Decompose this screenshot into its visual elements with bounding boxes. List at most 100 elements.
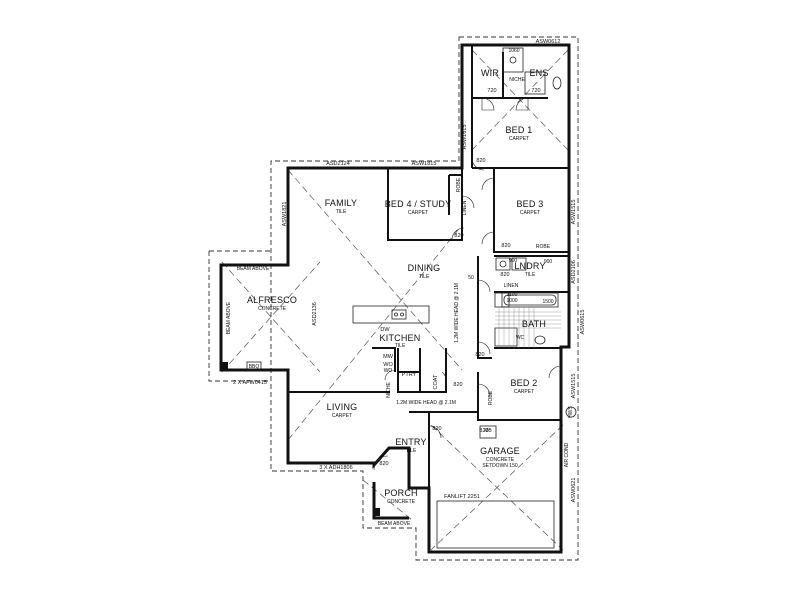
internal-walls <box>288 45 569 552</box>
room-dining-label: DINING <box>408 263 441 273</box>
door-swings <box>373 97 562 471</box>
wo-label: WO <box>384 368 393 374</box>
roof-hip-lines <box>221 49 569 551</box>
room-garage-label: GARAGE <box>480 446 520 456</box>
room-bath-label: BATH <box>522 319 546 329</box>
dw-label: DW <box>380 327 390 333</box>
room-ens-label: ENS <box>529 68 548 78</box>
posts <box>222 361 380 516</box>
room-family-label: FAMILY <box>325 198 358 208</box>
window-bed1-top: ASW0612 <box>536 39 561 45</box>
lndry-size-label: 1100 <box>507 292 518 298</box>
room-entry-floor: TILE <box>406 448 417 454</box>
window-alfresco-side: ASD2136 <box>312 302 318 326</box>
hws-label: HWS <box>568 406 574 418</box>
room-family-floor: TILE <box>336 209 347 215</box>
room-laundry-label: LNDRY <box>514 261 545 271</box>
door-labels: 720 720 820 820 820 820 820 820 820 820 … <box>379 88 540 467</box>
beam-above-label: BEAM ABOVE <box>237 266 270 272</box>
room-dining-floor: TILE <box>419 274 430 280</box>
door-size-label: 820 <box>476 158 485 164</box>
window-bed1-side: ASW1615 <box>462 125 468 150</box>
wc-label: WC <box>516 335 525 341</box>
kitchen-island <box>352 305 430 324</box>
door-size-label: 820 <box>501 243 510 249</box>
air-cond-label: AIR COND <box>564 442 570 467</box>
room-bed2-floor: CARPET <box>514 389 534 395</box>
room-linen-label: LINEN <box>504 283 519 289</box>
bath-size-label: 1500 <box>542 299 553 305</box>
room-bed1-label: BED 1 <box>505 125 532 135</box>
room-laundry-floor: TILE <box>525 272 536 278</box>
room-kitchen-floor: TILE <box>395 343 406 349</box>
garage-door <box>436 425 555 549</box>
door-size-label: 720 <box>531 88 540 94</box>
room-wir-label: WIR <box>481 68 499 78</box>
robe-label: ROBE <box>488 390 494 405</box>
window-garage-side: ASW0621 <box>571 478 577 503</box>
window-family-side: ASW1821 <box>282 202 288 227</box>
window-family-top-2: ASW1815 <box>412 161 437 167</box>
room-labels: WIR ENS NICHE BED 1 CARPET BED 4 / STUDY… <box>247 68 548 505</box>
shower-size-label: 900 <box>544 259 553 265</box>
hall-opening-label: 1.2M WIDE HEAD @ 2.1M <box>454 283 460 343</box>
door-size-label: 820 <box>379 461 388 467</box>
window-bed3-side: ASW1515 <box>571 200 577 225</box>
room-coat-label: COAT <box>433 374 439 390</box>
room-porch-label: PORCH <box>384 488 418 498</box>
mw-label: MW <box>383 354 394 360</box>
door-size-label: 820 <box>479 428 488 434</box>
room-bed3-floor: CARPET <box>520 210 540 216</box>
door-size-label: 820 <box>500 272 509 278</box>
bath-tile-grid <box>495 307 561 348</box>
window-bed2-side: ASW1515 <box>571 374 577 399</box>
room-bed3-label: BED 3 <box>516 199 543 209</box>
niche-label: NICHE <box>509 77 525 83</box>
wo-label: WO <box>383 362 393 368</box>
door-size-label: 820 <box>475 352 484 358</box>
eave-outline <box>208 36 579 561</box>
bath-fixtures <box>494 47 562 347</box>
window-laundry-side: ASD2106 <box>571 260 577 284</box>
hall-size-label: 50 <box>468 275 474 281</box>
room-garage-floor-1: CONCRETE <box>486 457 515 463</box>
room-bed1-floor: CARPET <box>509 136 529 142</box>
room-entry-label: ENTRY <box>395 437 426 447</box>
room-bed2-label: BED 2 <box>510 378 537 388</box>
niche-label: NICHE <box>386 382 392 398</box>
living-opening-label: 1.2M WIDE HEAD @ 2.1M <box>396 400 456 406</box>
room-kitchen-label: KITCHEN <box>380 333 421 343</box>
robe-label: ROBE <box>536 244 551 250</box>
window-bath-side: ASW0615 <box>580 310 586 335</box>
room-living-label: LIVING <box>327 402 358 412</box>
door-size-label: 820 <box>432 426 441 432</box>
window-living-bottom: 3 X ADH1806 <box>319 465 352 471</box>
robe-label: ROBE <box>456 177 462 192</box>
room-garage-floor-2: SETDOWN 150 <box>482 463 518 469</box>
window-family-top-1: ASD2124 <box>326 161 350 167</box>
beam-above-label: BEAM ABOVE <box>226 301 232 334</box>
window-garage-door: FANLIFT 2251 <box>444 494 480 500</box>
room-alfresco-floor: CONCRETE <box>258 306 287 312</box>
door-size-label: 820 <box>454 233 463 239</box>
misc-labels: BEAM ABOVE BEAM ABOVE BEAM ABOVE ROBE RO… <box>226 48 574 527</box>
mb-label: MB <box>484 428 492 434</box>
beam-above-label: BEAM ABOVE <box>378 521 411 527</box>
window-labels: ASW0612 ASW1615 ASW1515 ASD2124 ASW1815 … <box>233 39 586 502</box>
room-bed4-label: BED 4 / STUDY <box>385 199 452 209</box>
ac-unit <box>565 406 577 418</box>
bbq-label: BBQ <box>249 364 260 370</box>
room-bed4-floor: CARPET <box>408 210 428 216</box>
door-size-label: 820 <box>453 382 462 388</box>
room-porch-floor: CONCRETE <box>387 499 416 505</box>
linen-label: LINEN <box>462 200 468 215</box>
shower-size-label: 900 <box>509 258 518 264</box>
room-living-floor: CARPET <box>332 413 352 419</box>
room-alfresco-label: ALFRESCO <box>247 295 297 305</box>
window-alfresco-bottom: 2 X AFW0415 <box>233 380 267 386</box>
shower-size-label: 1000 <box>506 298 517 304</box>
external-walls <box>219 43 571 554</box>
door-size-label: 720 <box>487 88 496 94</box>
ens-size-label: 1060 <box>508 48 519 54</box>
